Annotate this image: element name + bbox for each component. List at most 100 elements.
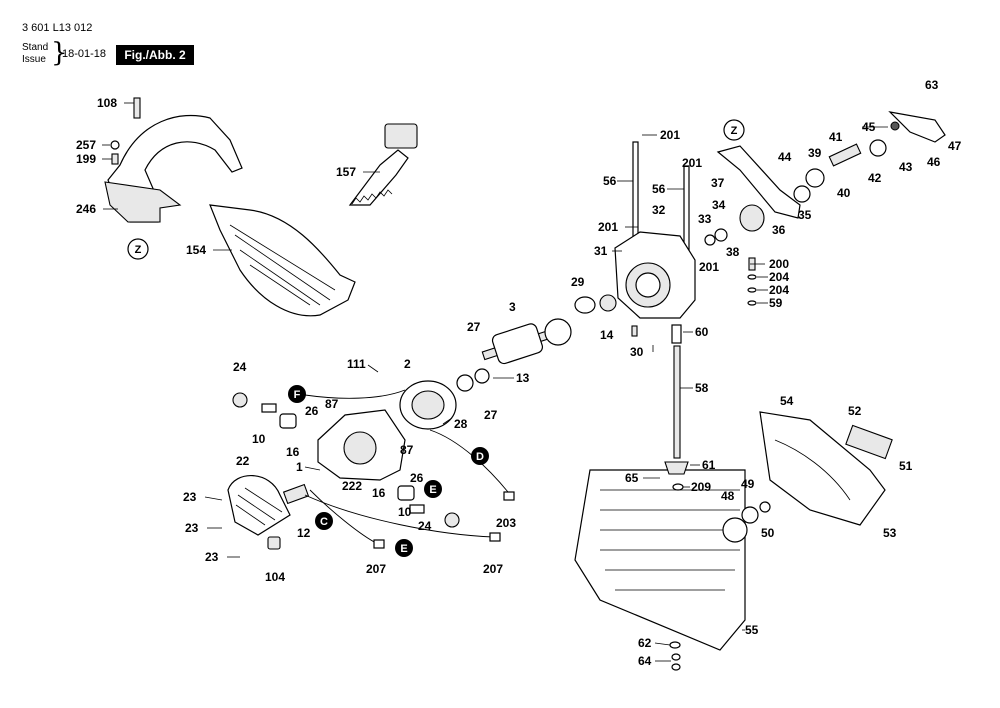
callout-65: 65 <box>625 471 639 485</box>
parts-layer <box>104 97 946 671</box>
callout-33: 33 <box>698 212 712 226</box>
callout-246: 246 <box>76 202 96 216</box>
connector-207a <box>373 539 385 549</box>
brush-10a <box>261 403 277 413</box>
callout-28: 28 <box>454 417 468 431</box>
ring-48 <box>722 517 748 543</box>
callout-48: 48 <box>721 489 735 503</box>
callout-31: 31 <box>594 244 608 258</box>
stator-inner <box>411 390 445 420</box>
screw-108 <box>133 97 141 119</box>
callout-201: 201 <box>660 128 680 142</box>
callout-207: 207 <box>483 562 503 576</box>
washer-35 <box>793 185 811 203</box>
callout-111: 111 <box>347 357 366 371</box>
strain-relief-104 <box>267 536 281 550</box>
callout-32: 32 <box>652 203 666 217</box>
leader-28 <box>442 417 453 425</box>
pin-30 <box>631 325 638 337</box>
brush-holder-16a <box>279 413 297 429</box>
z-marker-right: Z <box>723 119 745 141</box>
brace-glyph: } <box>51 38 68 68</box>
badge-text: F <box>294 389 301 401</box>
callout-200: 200 <box>769 257 789 271</box>
callout-27: 27 <box>467 320 481 334</box>
callout-40: 40 <box>837 186 851 200</box>
callout-30: 30 <box>630 345 644 359</box>
wire-D <box>429 429 509 493</box>
washer-204b <box>747 287 757 293</box>
callout-39: 39 <box>808 146 822 160</box>
wire-F <box>304 389 406 399</box>
badge-E-upper: E <box>424 480 442 498</box>
brush-10b <box>409 504 425 514</box>
callout-209: 209 <box>691 480 711 494</box>
guard-window <box>774 439 851 501</box>
callout-3: 3 <box>509 300 516 314</box>
callout-labels: 108 257 199 246 154 157 201 201 56 56 20… <box>76 78 962 668</box>
bearing-14 <box>599 294 617 312</box>
callout-24: 24 <box>233 360 247 374</box>
z-marker-text: Z <box>135 244 142 256</box>
callout-35: 35 <box>798 208 812 222</box>
callout-58: 58 <box>695 381 709 395</box>
washer-257 <box>110 140 120 150</box>
label-52 <box>845 424 893 460</box>
base-ribs <box>600 489 740 591</box>
shaft-40 <box>828 143 862 167</box>
guide-rod-right <box>683 165 690 253</box>
callout-108: 108 <box>97 96 117 110</box>
leader-62 <box>654 642 671 646</box>
badge-text: E <box>429 484 436 496</box>
callout-23: 23 <box>185 521 199 535</box>
cover-grille <box>235 487 283 526</box>
wire-E <box>304 494 495 538</box>
callout-204: 204 <box>769 270 789 284</box>
washer-13b <box>474 368 490 384</box>
callout-104: 104 <box>265 570 285 584</box>
bevel-gear-61 <box>664 461 689 475</box>
callout-204: 204 <box>769 283 789 297</box>
callout-56: 56 <box>603 174 617 188</box>
motor-housing-bore <box>343 431 377 465</box>
washer-33 <box>704 234 716 246</box>
callout-24: 24 <box>418 519 432 533</box>
washer-39 <box>805 168 825 188</box>
guard-mount-bracket <box>104 181 182 223</box>
wire-C <box>309 489 379 545</box>
stand-label: Stand <box>22 42 49 53</box>
connector-207b <box>489 532 501 542</box>
lever-46 <box>888 111 946 143</box>
screw-199 <box>111 153 119 165</box>
callout-201: 201 <box>682 156 702 170</box>
callout-47: 47 <box>948 139 962 153</box>
badge-D: D <box>471 447 489 465</box>
leader-111 <box>367 364 379 373</box>
callout-36: 36 <box>772 223 786 237</box>
nut-45 <box>890 121 900 131</box>
z-marker-left: Z <box>127 238 149 260</box>
callout-27: 27 <box>484 408 498 422</box>
callout-26: 26 <box>410 471 424 485</box>
callout-37: 37 <box>711 176 725 190</box>
callout-154: 154 <box>186 243 206 257</box>
callout-52: 52 <box>848 404 862 418</box>
stand-issue-label: Stand Issue <box>22 42 48 66</box>
callout-42: 42 <box>868 171 882 185</box>
washer-204a <box>747 274 757 280</box>
callout-207: 207 <box>366 562 386 576</box>
gasket-29 <box>574 296 596 314</box>
guard-ribs <box>229 224 336 306</box>
callout-13: 13 <box>516 371 530 385</box>
arm-37 <box>716 145 801 219</box>
callout-29: 29 <box>571 275 585 289</box>
brush-cap-24b <box>444 512 460 528</box>
washer-62 <box>669 641 681 649</box>
callout-23: 23 <box>183 490 197 504</box>
washer-42 <box>869 139 887 157</box>
callout-257: 257 <box>76 138 96 152</box>
callout-87: 87 <box>400 443 414 457</box>
callout-203: 203 <box>496 516 516 530</box>
callout-53: 53 <box>883 526 897 540</box>
